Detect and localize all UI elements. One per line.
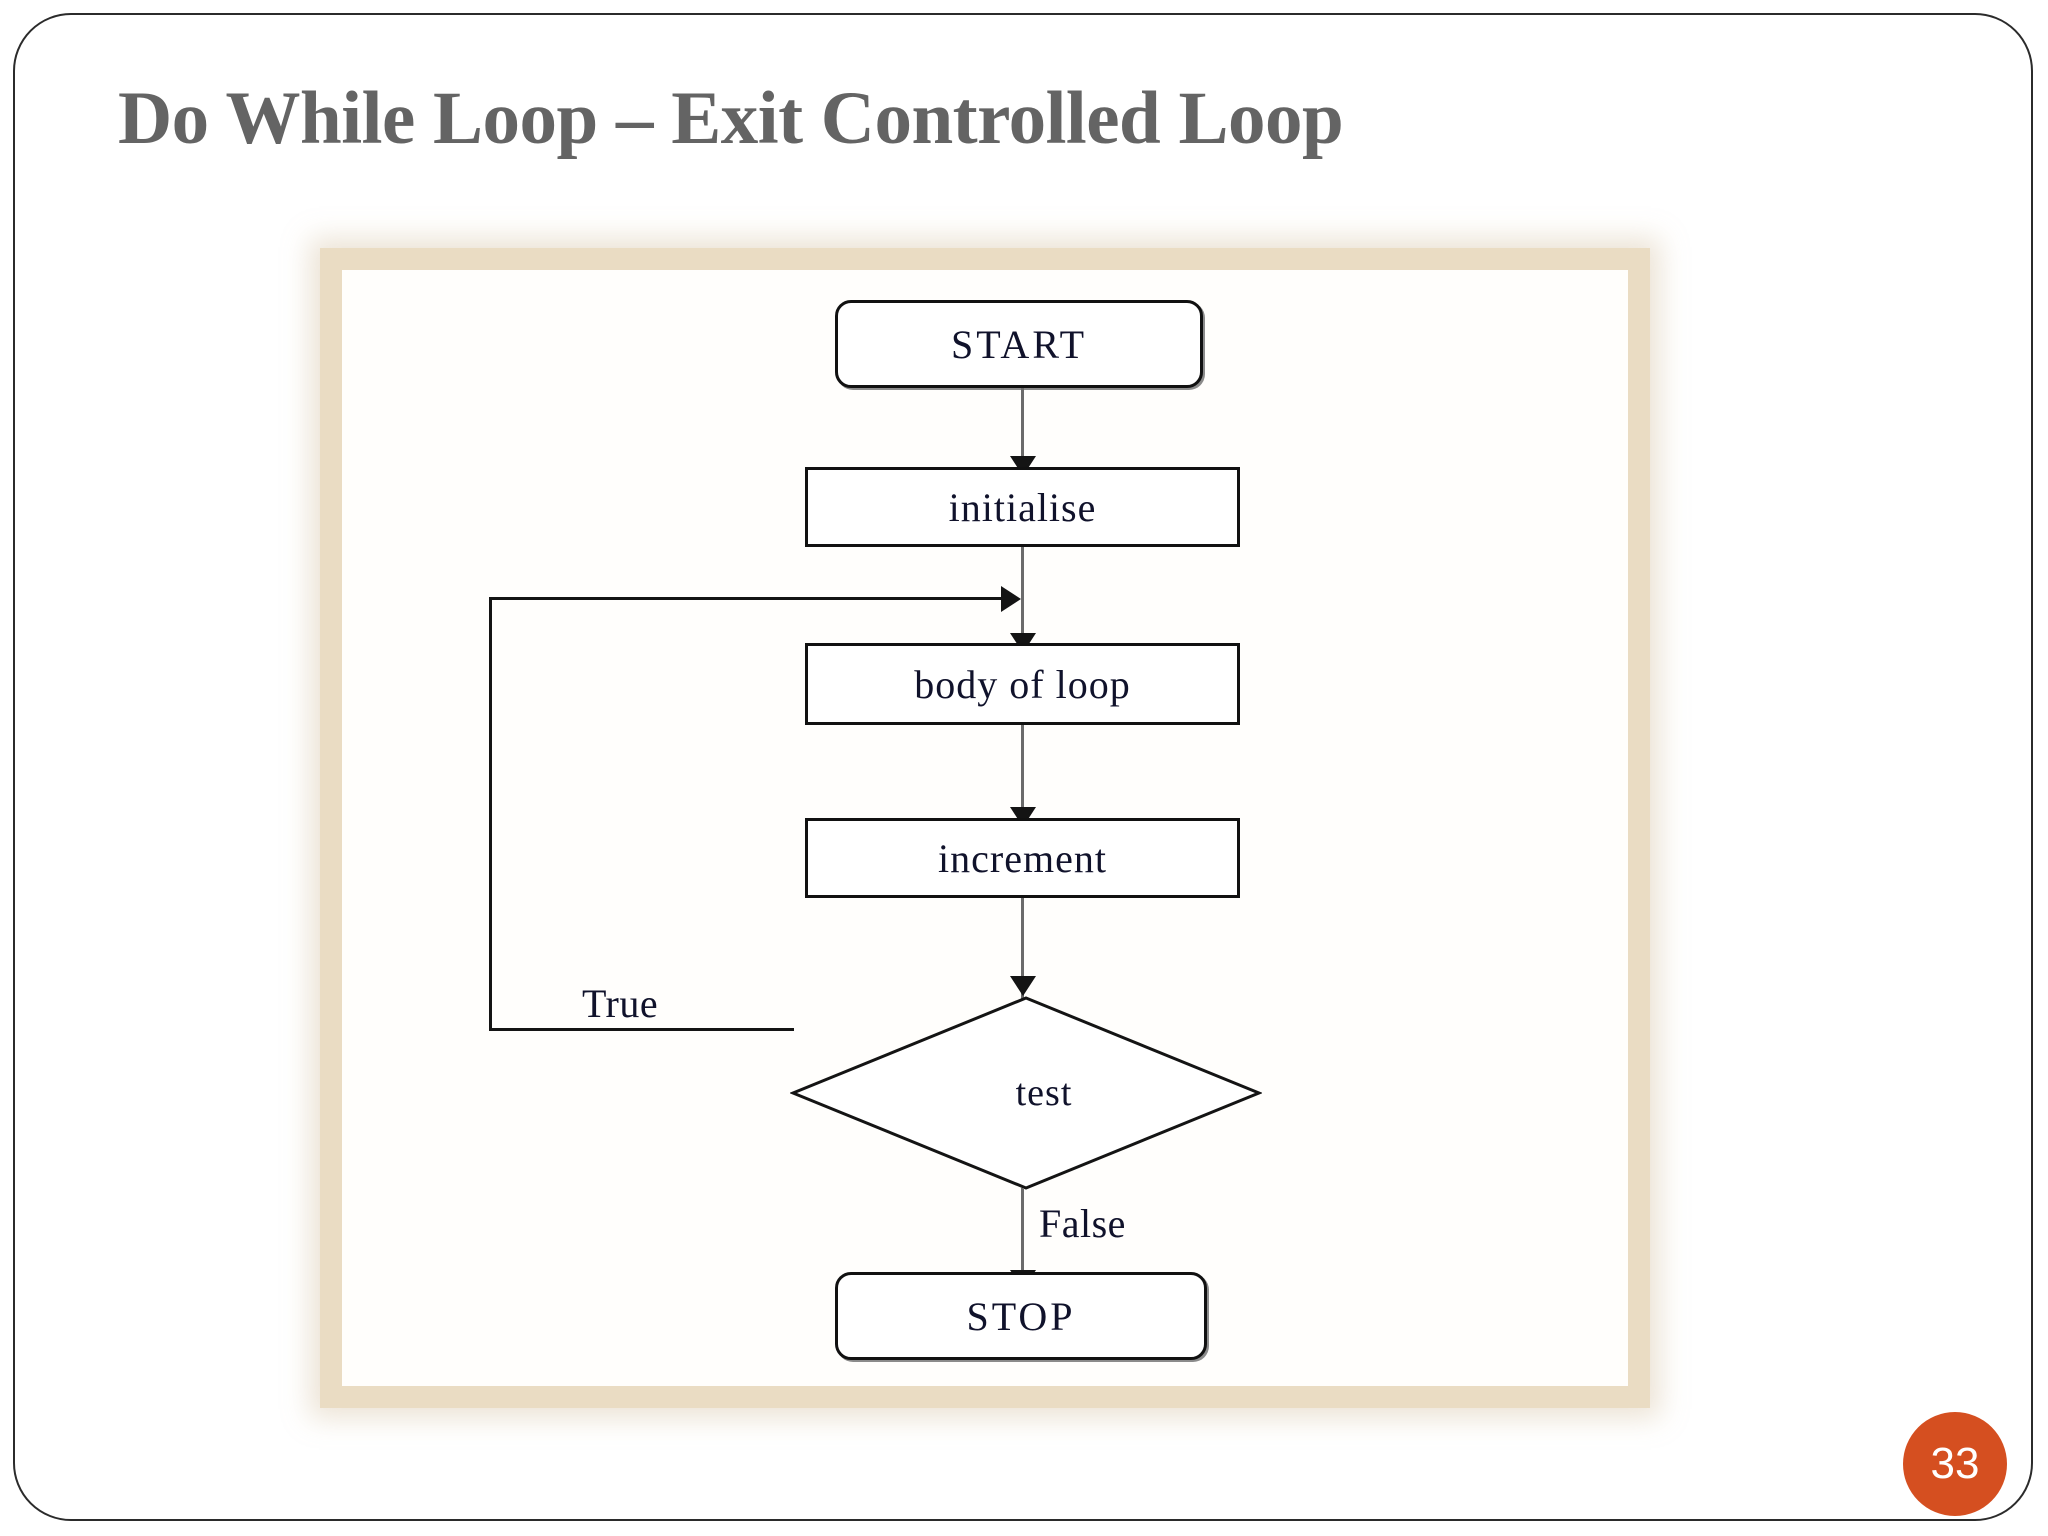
edge-increment-to-test xyxy=(1021,898,1024,1005)
flow-node-start-label: START xyxy=(950,321,1088,367)
flowchart-figure-frame: START initialise body of loop xyxy=(320,248,1650,1408)
edge-test-to-stop xyxy=(1021,1188,1024,1288)
edge-loopback-horizontal-top xyxy=(489,597,1003,600)
flow-node-initialise[interactable]: initialise xyxy=(805,467,1240,547)
page-title: Do While Loop – Exit Controlled Loop xyxy=(118,77,1344,160)
flow-node-initialise-label: initialise xyxy=(948,484,1097,530)
diamond-shape xyxy=(790,996,1262,1190)
flow-node-stop[interactable]: STOP xyxy=(835,1272,1207,1360)
edge-body-to-increment xyxy=(1021,725,1024,818)
flow-node-stop-label: STOP xyxy=(966,1293,1076,1339)
arrow-increment-to-test xyxy=(1010,976,1036,996)
arrow-loopback-into-body xyxy=(1001,586,1021,612)
page-number-badge: 33 xyxy=(1903,1412,2007,1516)
flowchart-canvas: START initialise body of loop xyxy=(342,270,1628,1386)
flow-node-increment-label: increment xyxy=(938,835,1107,881)
edge-loopback-vertical xyxy=(489,597,492,1031)
flow-node-test-label: test xyxy=(1015,1072,1073,1114)
page-number-text: 33 xyxy=(1930,1439,1980,1488)
edge-label-true: True xyxy=(582,981,659,1026)
edge-label-false: False xyxy=(1039,1201,1126,1246)
edge-start-to-initialise xyxy=(1021,388,1024,467)
flow-node-test-decision[interactable]: test xyxy=(790,995,1262,1191)
edge-loopback-horizontal-bottom xyxy=(489,1028,794,1031)
edge-initialise-to-body xyxy=(1021,547,1024,644)
flow-node-body-of-loop[interactable]: body of loop xyxy=(805,643,1240,725)
flow-node-body-of-loop-label: body of loop xyxy=(914,661,1131,707)
flow-node-start[interactable]: START xyxy=(835,300,1203,388)
flow-node-increment[interactable]: increment xyxy=(805,818,1240,898)
